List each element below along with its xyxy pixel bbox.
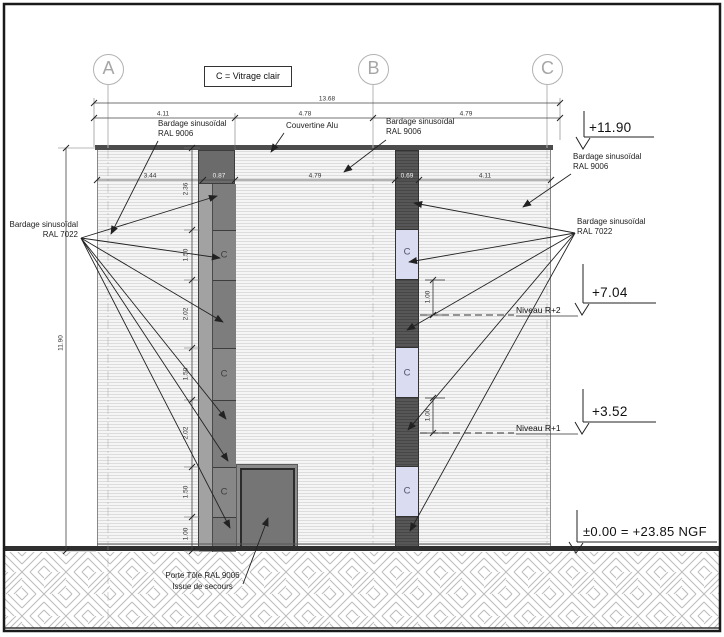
- panel-dark: [396, 280, 418, 348]
- label-line: Bardage sinusoïdal: [9, 220, 79, 229]
- label-bardage-7022-left: Bardage sinusoïdal RAL 7022: [8, 220, 79, 240]
- panel: [213, 518, 236, 552]
- dim-inner: 4.11: [478, 172, 492, 180]
- panel-dark: [396, 398, 418, 467]
- grid-bubble-b: B: [358, 54, 389, 85]
- panel: [213, 184, 236, 231]
- dim-total-height: 11.90: [57, 335, 65, 351]
- label-line: Issue de secours: [172, 582, 233, 591]
- dim-small: 1.00: [424, 408, 432, 422]
- label-line: Porte Tôle RAL 9006: [165, 571, 240, 580]
- panel-dark: [396, 151, 418, 230]
- level-roof: +11.90: [589, 120, 632, 135]
- strip-outer-band: [199, 184, 213, 552]
- dim-inner: 3.44: [143, 172, 157, 180]
- dim-v: 1.50: [182, 485, 190, 499]
- grid-bubble-c: C: [532, 54, 563, 85]
- glazing-letter: C: [220, 368, 228, 380]
- label-line: RAL 9006: [158, 129, 194, 138]
- facade-cladding: [97, 148, 551, 551]
- dim-v: 1.00: [182, 527, 190, 541]
- glazing-letter: C: [220, 486, 228, 498]
- label-line: Bardage sinusoïdal: [573, 152, 642, 161]
- label-bardage-7022-right: Bardage sinusoïdal RAL 7022: [577, 217, 646, 237]
- label-line: RAL 9006: [573, 162, 609, 171]
- emergency-exit-door: [240, 468, 295, 551]
- label-bardage-9006-topleft: Bardage sinusoïdal RAL 9006: [158, 119, 227, 139]
- dim-v: 1.50: [182, 367, 190, 381]
- label-line: RAL 9006: [386, 127, 422, 136]
- label-line: RAL 7022: [42, 230, 78, 239]
- dim-v: 1.50: [182, 248, 190, 262]
- glazing-legend: C = Vitrage clair: [204, 66, 292, 87]
- ground-hatch: [5, 552, 719, 628]
- dim-v: 2.36: [182, 182, 190, 196]
- niveau-r1-label: Niveau R+1: [516, 423, 561, 433]
- dim-seg: 4.78: [298, 110, 312, 118]
- panel: [213, 281, 236, 349]
- glazing-letter: C: [403, 246, 411, 258]
- level-ground: ±0.00 = +23.85 NGF: [583, 524, 707, 539]
- left-panel-strip: [198, 150, 236, 552]
- label-line: Bardage sinusoïdal: [158, 119, 227, 128]
- dim-v: 2.02: [182, 426, 190, 440]
- dim-seg: 4.79: [459, 110, 473, 118]
- dim-small: 1.00: [424, 290, 432, 304]
- dim-total-width: 13.68: [318, 95, 336, 103]
- panel-dark: [396, 517, 418, 550]
- level-r1: +3.52: [592, 404, 628, 419]
- dim-inner: 4.79: [308, 172, 322, 180]
- label-couvertine: Couvertine Alu: [286, 121, 339, 130]
- label-line: Bardage sinusoïdal: [577, 217, 646, 226]
- dim-inner: 0.87: [212, 172, 226, 180]
- glazing-letter: C: [403, 367, 411, 379]
- label-bardage-9006-mid: Bardage sinusoïdal RAL 9006: [386, 117, 455, 137]
- label-bardage-9006-right: Bardage sinusoïdal RAL 9006: [573, 152, 642, 172]
- dim-v: 2.02: [182, 307, 190, 321]
- glazing-letter: C: [220, 249, 228, 261]
- glazing-letter: C: [403, 485, 411, 497]
- panel: [213, 401, 236, 468]
- label-porte: Porte Tôle RAL 9006 Issue de secours: [160, 570, 245, 592]
- level-r2: +7.04: [592, 285, 628, 300]
- dim-seg: 4.11: [156, 110, 170, 118]
- label-line: Bardage sinusoïdal: [386, 117, 455, 126]
- grid-bubble-a: A: [93, 54, 124, 85]
- niveau-r2-label: Niveau R+2: [516, 305, 561, 315]
- label-line: RAL 7022: [577, 227, 613, 236]
- dim-inner: 0.69: [400, 172, 414, 180]
